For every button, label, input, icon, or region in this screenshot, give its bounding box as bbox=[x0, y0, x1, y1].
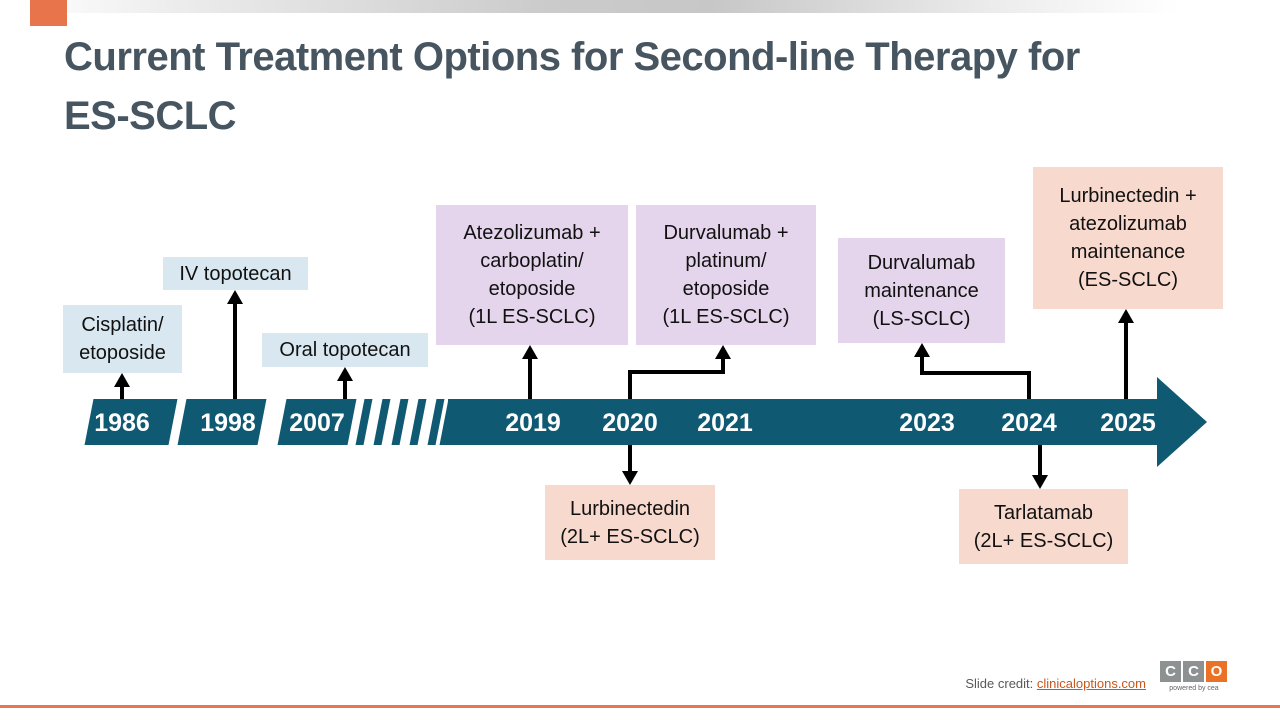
up-arrow-stem-1986 bbox=[120, 386, 124, 399]
elbow-2020-horizontal bbox=[628, 370, 725, 374]
year-label-2020: 2020 bbox=[602, 409, 658, 437]
elbow-2024-stub bbox=[920, 356, 924, 375]
up-arrow-icon-2019 bbox=[522, 345, 538, 359]
timeline-hash-stripe bbox=[355, 399, 373, 445]
slide-credit: Slide credit: clinicaloptions.com bbox=[850, 676, 1146, 691]
event-text-line: Tarlatamab bbox=[994, 501, 1093, 524]
timeline-bar bbox=[448, 399, 1157, 445]
up-arrow-icon-1986 bbox=[114, 373, 130, 387]
event-text-line: atezolizumab bbox=[1069, 213, 1187, 235]
event-text-line: maintenance bbox=[864, 279, 979, 302]
slide-title-line2: ES-SCLC bbox=[64, 94, 237, 138]
credit-link[interactable]: clinicaloptions.com bbox=[1036, 676, 1146, 691]
up-arrow-icon-1998 bbox=[227, 290, 243, 304]
event-text-line: (1L ES-SCLC) bbox=[662, 306, 790, 328]
event-text-line: Cisplatin/ bbox=[81, 314, 164, 336]
event-text-line: (2L+ ES-SCLC) bbox=[560, 525, 700, 548]
timeline-arrowhead bbox=[1157, 377, 1207, 467]
down-arrow-stem-2024 bbox=[1038, 445, 1042, 476]
event-text-line: (LS-SCLC) bbox=[872, 307, 971, 330]
event-box-atezolizumab-carboplatin: Atezolizumab + carboplatin/ etoposide (1… bbox=[436, 205, 628, 345]
event-box-tarlatamab: Tarlatamab (2L+ ES-SCLC) bbox=[959, 489, 1128, 564]
up-arrow-stem-2025 bbox=[1124, 322, 1128, 399]
event-box-oral-topotecan: Oral topotecan bbox=[262, 333, 428, 367]
timeline-hash-stripe bbox=[373, 399, 391, 445]
down-arrow-icon-2020 bbox=[622, 471, 638, 485]
year-label-2019: 2019 bbox=[505, 409, 561, 437]
event-text-line: (ES-SCLC) bbox=[1077, 269, 1178, 291]
up-arrow-icon-2007 bbox=[337, 367, 353, 381]
event-box-lurbinectedin-atezolizumab: Lurbinectedin + atezolizumab maintenance… bbox=[1033, 167, 1223, 309]
event-text-line: Atezolizumab + bbox=[463, 222, 601, 244]
event-text-line: maintenance bbox=[1070, 241, 1186, 263]
event-text-line: Lurbinectedin bbox=[569, 497, 691, 520]
up-arrow-stem-1998 bbox=[233, 303, 237, 399]
powered-by-text: powered by cea bbox=[1169, 685, 1219, 692]
event-text-line: Lurbinectedin + bbox=[1059, 185, 1197, 207]
year-label-2023: 2023 bbox=[899, 409, 955, 437]
elbow-2020-stub bbox=[721, 358, 725, 374]
up-arrow-stem-2019 bbox=[528, 358, 532, 399]
event-box-durvalumab-platinum: Durvalumab + platinum/ etoposide (1L ES-… bbox=[636, 205, 816, 345]
slide-title-line1: Current Treatment Options for Second-lin… bbox=[64, 35, 1080, 79]
event-box-iv-topotecan: IV topotecan bbox=[163, 257, 308, 290]
up-arrow-icon-2025 bbox=[1118, 309, 1134, 323]
down-arrow-stem-2020 bbox=[628, 445, 632, 472]
down-arrow-icon-2024 bbox=[1032, 475, 1048, 489]
bottom-accent-line bbox=[0, 705, 1280, 708]
year-label-2021: 2021 bbox=[697, 409, 753, 437]
event-box-lurbinectedin: Lurbinectedin (2L+ ES-SCLC) bbox=[545, 485, 715, 560]
event-text-line: Oral topotecan bbox=[279, 339, 411, 361]
event-text-line: etoposide bbox=[79, 342, 166, 364]
timeline-hash-stripe bbox=[409, 399, 427, 445]
elbow-2024-vertical bbox=[1027, 371, 1031, 399]
cco-logo: C C O bbox=[1160, 661, 1227, 682]
logo-letter-c2: C bbox=[1183, 661, 1204, 682]
elbow-2020-arrow-icon bbox=[715, 345, 731, 359]
logo-letter-o: O bbox=[1206, 661, 1227, 682]
timeline-hash-stripe bbox=[391, 399, 409, 445]
event-text-line: (2L+ ES-SCLC) bbox=[973, 529, 1114, 552]
slide-credit-label: Slide credit: bbox=[965, 676, 1037, 691]
year-label-2007: 2007 bbox=[289, 409, 345, 437]
logo-letter-c1: C bbox=[1160, 661, 1181, 682]
brand-corner-square bbox=[30, 0, 67, 26]
event-text-line: Durvalumab bbox=[867, 251, 976, 274]
year-label-2025: 2025 bbox=[1100, 409, 1156, 437]
top-gradient-bar bbox=[18, 0, 1280, 13]
event-text-line: carboplatin/ bbox=[480, 250, 584, 272]
year-label-2024: 2024 bbox=[1001, 409, 1057, 437]
event-text-line: etoposide bbox=[488, 278, 576, 300]
event-text-line: IV topotecan bbox=[179, 262, 292, 285]
elbow-2024-arrow-icon bbox=[914, 343, 930, 357]
event-text-line: Durvalumab + bbox=[663, 222, 789, 244]
event-box-cisplatin-etoposide: Cisplatin/ etoposide bbox=[63, 305, 182, 373]
year-label-1998: 1998 bbox=[200, 409, 256, 437]
event-text-line: platinum/ bbox=[685, 250, 767, 272]
elbow-2024-horizontal bbox=[920, 371, 1031, 375]
event-box-durvalumab-maintenance: Durvalumab maintenance (LS-SCLC) bbox=[838, 238, 1005, 343]
event-text-line: (1L ES-SCLC) bbox=[468, 306, 596, 328]
year-label-1986: 1986 bbox=[94, 409, 150, 437]
elbow-2020-vertical bbox=[628, 370, 632, 399]
up-arrow-stem-2007 bbox=[343, 380, 347, 399]
slide-title: Current Treatment Options for Second-lin… bbox=[64, 28, 1224, 146]
event-text-line: etoposide bbox=[682, 278, 770, 300]
